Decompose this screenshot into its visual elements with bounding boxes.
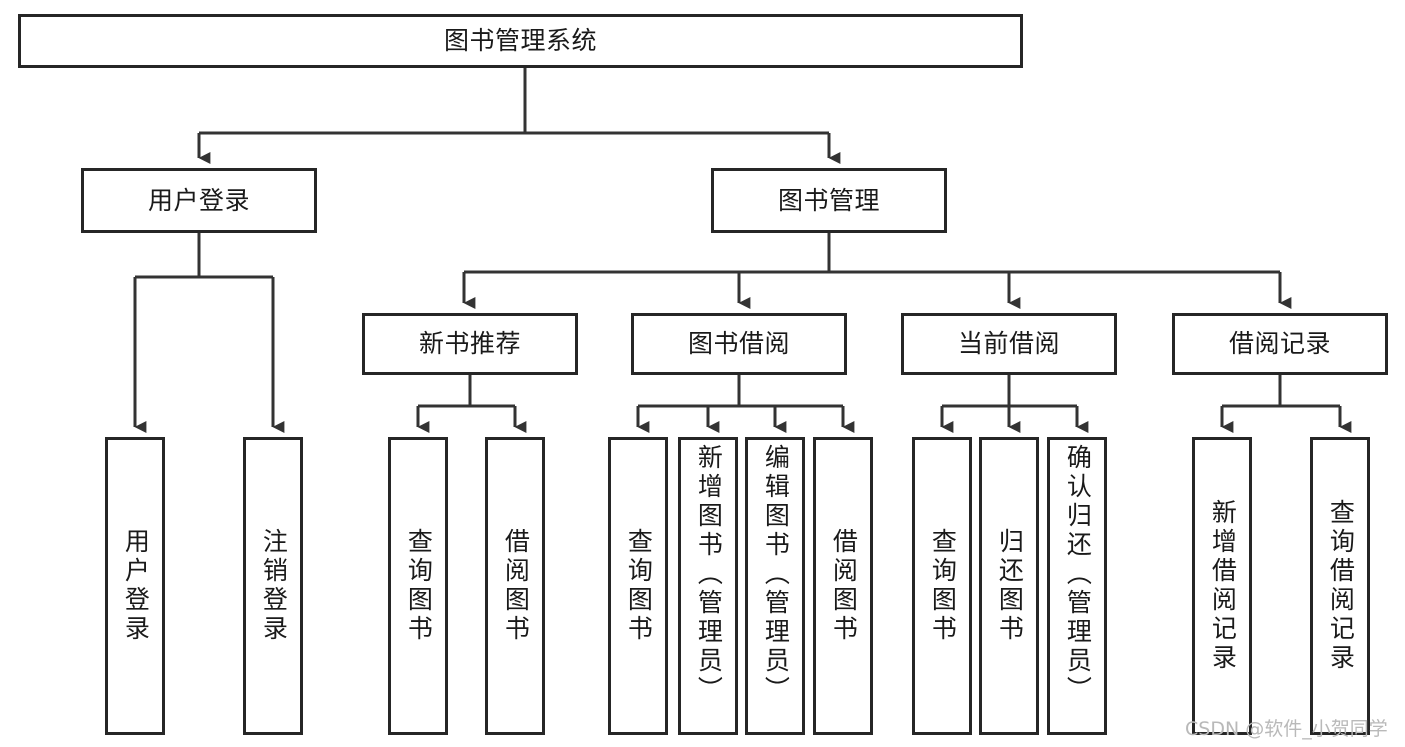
node-root-label: 图书管理系统 (443, 26, 597, 56)
node-leaf-user-logout[interactable]: 注销登录 (243, 437, 303, 735)
node-user-login-label: 用户登录 (147, 185, 250, 215)
node-leaf-query-book-3[interactable]: 查询图书 (912, 437, 972, 735)
node-current-borrow[interactable]: 当前借阅 (901, 313, 1117, 375)
node-book-manage[interactable]: 图书管理 (711, 168, 947, 233)
node-leaf-borrow-book-1[interactable]: 借阅图书 (485, 437, 545, 735)
node-borrow-record-label: 借阅记录 (1228, 329, 1331, 359)
node-new-book-rec-label: 新书推荐 (418, 329, 521, 359)
node-leaf-query-borrow-record[interactable]: 查询借阅记录 (1310, 437, 1370, 735)
node-leaf-query-book-1[interactable]: 查询图书 (388, 437, 448, 735)
node-book-manage-label: 图书管理 (777, 185, 880, 215)
node-leaf-edit-book-admin-label: 编辑图书（管理员） (761, 444, 791, 705)
node-leaf-user-logout-label: 注销登录 (259, 528, 289, 644)
node-leaf-query-book-3-label: 查询图书 (928, 528, 958, 644)
node-user-login[interactable]: 用户登录 (81, 168, 317, 233)
watermark-csdn: CSDN @软件_小贺同学 (1185, 718, 1388, 740)
node-leaf-query-borrow-record-label: 查询借阅记录 (1326, 499, 1356, 673)
node-leaf-add-book-admin[interactable]: 新增图书（管理员） (678, 437, 738, 735)
node-leaf-return-book-label: 归还图书 (995, 528, 1025, 644)
node-leaf-confirm-return-admin-label: 确认归还（管理员） (1063, 444, 1093, 705)
node-leaf-query-book-1-label: 查询图书 (404, 528, 434, 644)
node-leaf-confirm-return-admin[interactable]: 确认归还（管理员） (1047, 437, 1107, 735)
node-current-borrow-label: 当前借阅 (957, 329, 1060, 359)
node-leaf-user-login[interactable]: 用户登录 (105, 437, 165, 735)
node-leaf-query-book-2-label: 查询图书 (624, 528, 654, 644)
node-book-borrow[interactable]: 图书借阅 (631, 313, 847, 375)
node-leaf-borrow-book-1-label: 借阅图书 (501, 528, 531, 644)
node-leaf-add-book-admin-label: 新增图书（管理员） (694, 444, 724, 705)
node-leaf-borrow-book-2[interactable]: 借阅图书 (813, 437, 873, 735)
node-leaf-edit-book-admin[interactable]: 编辑图书（管理员） (745, 437, 805, 735)
node-borrow-record[interactable]: 借阅记录 (1172, 313, 1388, 375)
node-leaf-query-book-2[interactable]: 查询图书 (608, 437, 668, 735)
node-new-book-rec[interactable]: 新书推荐 (362, 313, 578, 375)
node-book-borrow-label: 图书借阅 (687, 329, 790, 359)
node-root[interactable]: 图书管理系统 (18, 14, 1023, 68)
node-leaf-add-borrow-record[interactable]: 新增借阅记录 (1192, 437, 1252, 735)
node-leaf-user-login-label: 用户登录 (121, 528, 151, 644)
node-leaf-borrow-book-2-label: 借阅图书 (829, 528, 859, 644)
node-leaf-add-borrow-record-label: 新增借阅记录 (1208, 499, 1238, 673)
node-leaf-return-book[interactable]: 归还图书 (979, 437, 1039, 735)
